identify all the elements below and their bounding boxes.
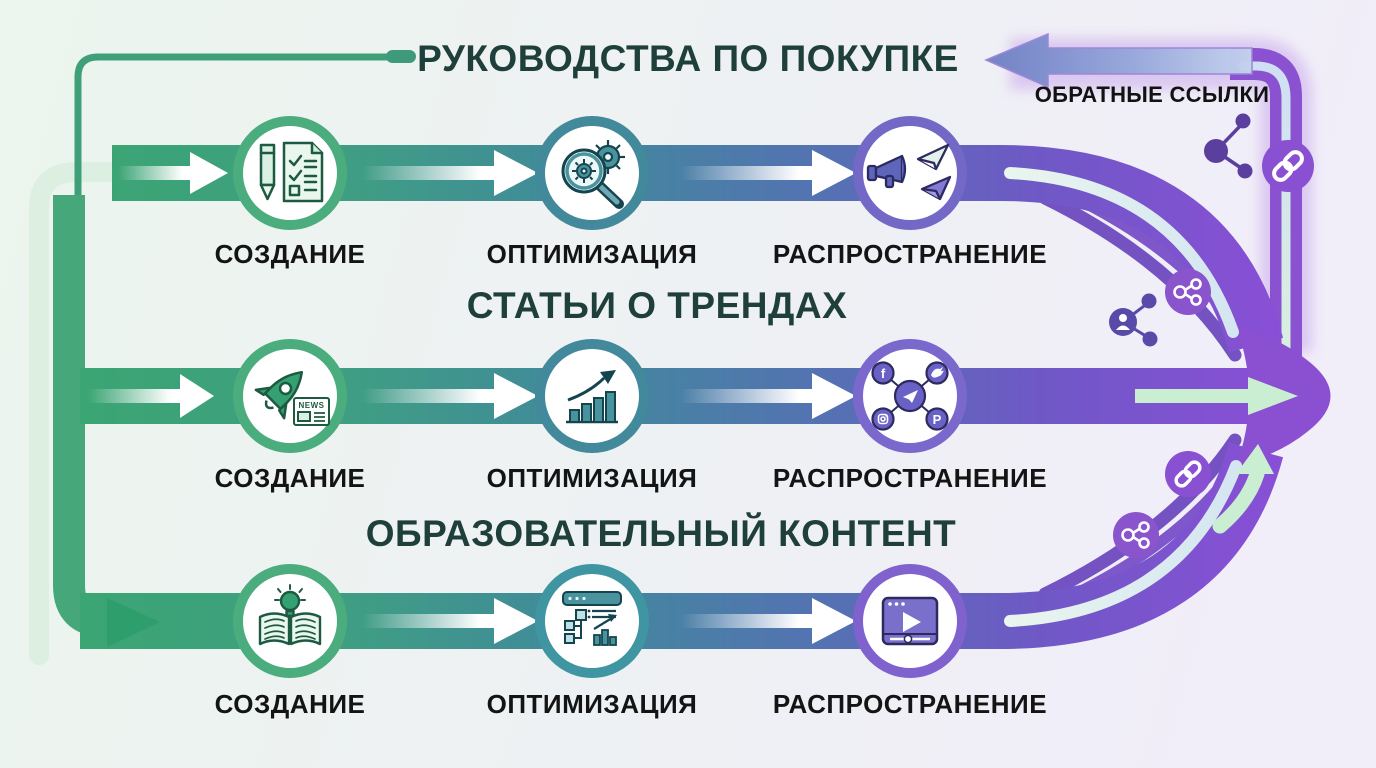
node-row1-distribution bbox=[853, 116, 967, 230]
rocket-news-icon: NEWS bbox=[254, 370, 330, 426]
book-lightbulb-icon bbox=[258, 584, 322, 646]
node-row1-optimization bbox=[535, 116, 649, 230]
share-badge-upper-icon bbox=[1165, 269, 1211, 315]
person-share-icon bbox=[1109, 293, 1158, 347]
row3-optimization-label: ОПТИМИЗАЦИЯ bbox=[487, 689, 698, 719]
node-row3-creation bbox=[233, 564, 347, 678]
stage-arrows bbox=[362, 150, 856, 644]
node-row2-creation: NEWS bbox=[233, 339, 347, 453]
row1-title: РУКОВОДСТВА ПО ПОКУПКЕ bbox=[417, 38, 959, 79]
row2-creation-label: СОЗДАНИЕ bbox=[215, 463, 366, 493]
social-network-icon: f P bbox=[871, 361, 949, 431]
news-label: NEWS bbox=[299, 401, 325, 410]
growth-chart-icon bbox=[566, 370, 618, 424]
row3-creation-label: СОЗДАНИЕ bbox=[215, 689, 366, 719]
row2-title: СТАТЬИ О ТРЕНДАХ bbox=[467, 285, 848, 326]
feedback-loop-line bbox=[74, 53, 406, 219]
video-player-icon bbox=[881, 596, 939, 646]
facebook-glyph: f bbox=[881, 366, 886, 381]
mint-arrow-up-head bbox=[1236, 444, 1274, 474]
entry-arrow-row1 bbox=[118, 152, 228, 194]
share-badge-lower-icon bbox=[1113, 512, 1159, 558]
stripe-bottom-curve bbox=[1004, 460, 1242, 627]
row1-creation-label: СОЗДАНИЕ bbox=[215, 239, 366, 269]
pinterest-glyph: P bbox=[933, 412, 942, 427]
megaphone-paper-planes-icon bbox=[866, 143, 952, 201]
magnifier-gears-icon bbox=[561, 140, 625, 209]
mint-arrow-up-shaft bbox=[1212, 466, 1265, 534]
title-dash bbox=[386, 50, 416, 63]
share-nodes-icon bbox=[1204, 113, 1253, 179]
backlink-badge-icon bbox=[1262, 140, 1314, 192]
row1-optimization-label: ОПТИМИЗАЦИЯ bbox=[487, 239, 698, 269]
node-row3-optimization bbox=[535, 564, 649, 678]
backlink-pipe-stripe bbox=[1237, 61, 1291, 353]
stripe-top-curve bbox=[1004, 167, 1239, 338]
node-row3-distribution bbox=[853, 564, 967, 678]
backlinks-label: ОБРАТНЫЕ ССЫЛКИ bbox=[1035, 82, 1270, 107]
node-row2-optimization bbox=[535, 339, 649, 453]
node-row1-creation bbox=[233, 116, 347, 230]
node-row2-distribution: f P bbox=[853, 339, 967, 453]
row3-distribution-label: РАСПРОСТРАНЕНИЕ bbox=[773, 689, 1047, 719]
sitemap-analytics-icon bbox=[562, 591, 622, 646]
link-badge-lower-icon bbox=[1165, 451, 1211, 497]
row3-title: ОБРАЗОВАТЕЛЬНЫЙ КОНТЕНТ bbox=[366, 512, 957, 554]
twitter-bird-glyph bbox=[931, 367, 944, 378]
instagram-glyph bbox=[877, 413, 889, 425]
row2-optimization-label: ОПТИМИЗАЦИЯ bbox=[487, 463, 698, 493]
mint-arrow-right bbox=[1135, 377, 1298, 415]
pencil-checklist-icon bbox=[259, 141, 324, 203]
row1-distribution-label: РАСПРОСТРАНЕНИЕ bbox=[773, 239, 1047, 269]
backlinks-arrow bbox=[984, 32, 1253, 89]
entry-arrow-row3-green bbox=[107, 598, 160, 647]
row2-distribution-label: РАСПРОСТРАНЕНИЕ bbox=[773, 463, 1047, 493]
entry-arrow-row2 bbox=[88, 374, 214, 418]
